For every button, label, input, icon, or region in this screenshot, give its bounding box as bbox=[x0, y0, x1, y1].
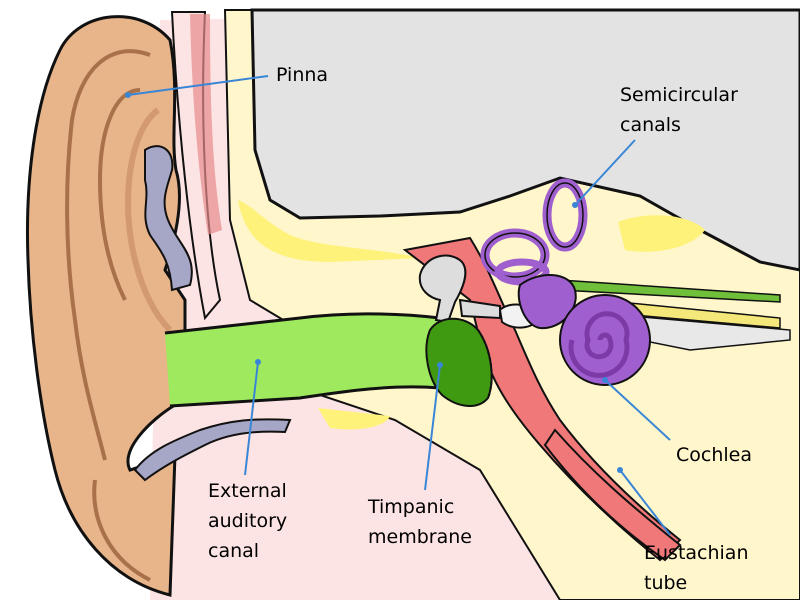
pinna-leader-dot bbox=[125, 92, 131, 98]
eustachian-leader bbox=[619, 469, 671, 536]
cochlea-label: Cochlea bbox=[676, 440, 752, 470]
membrane-dotted-edge bbox=[477, 329, 493, 399]
cartilage-upper bbox=[144, 145, 193, 292]
cochlea-leader bbox=[604, 379, 671, 441]
canal-wall-top bbox=[164, 312, 441, 335]
cochlea-spiral bbox=[568, 311, 630, 378]
canal-loop-2-outline bbox=[484, 232, 546, 278]
external-label-line-1: External bbox=[208, 480, 287, 502]
semicircular-leader-dot bbox=[572, 202, 578, 208]
pinna-fold-1 bbox=[65, 49, 151, 461]
tympanic-membrane-shape bbox=[425, 317, 493, 407]
incus bbox=[458, 298, 501, 320]
semicircular-leader bbox=[574, 139, 636, 206]
eustachian-tube-label: Eustachian tube bbox=[644, 538, 749, 598]
canal-loop-3 bbox=[494, 258, 550, 286]
cranial-cavity bbox=[250, 8, 800, 272]
eustachian-label-line-1: Eustachian bbox=[644, 542, 749, 564]
bone-patch-right bbox=[618, 215, 705, 252]
external-label-line-2: auditory bbox=[208, 510, 288, 532]
eustachian-leader-dot bbox=[617, 467, 623, 473]
eustachian-label-line-2: tube bbox=[644, 572, 688, 594]
eustachian-tube bbox=[543, 428, 682, 562]
external-leader-dot bbox=[255, 359, 261, 365]
canal-loop-1-outline bbox=[546, 182, 584, 248]
pinna-label-text: Pinna bbox=[276, 64, 329, 86]
pinna-fold-3 bbox=[125, 107, 173, 333]
cartilage-lower bbox=[133, 418, 292, 482]
cochlea-shape bbox=[559, 294, 651, 386]
pinna-fold-2 bbox=[97, 88, 141, 301]
timpanic-leader bbox=[424, 364, 441, 491]
pinna-fold-4 bbox=[92, 479, 151, 582]
cochlea-label-text: Cochlea bbox=[676, 444, 752, 466]
bone-patch-lower bbox=[318, 408, 390, 430]
bone-patch-upper bbox=[238, 200, 420, 262]
semicircular-label-line-1: Semicircular bbox=[620, 84, 738, 106]
timpanic-label-line-1: Timpanic bbox=[368, 496, 455, 518]
timpanic-membrane-label: Timpanic membrane bbox=[368, 492, 472, 552]
vessel-strip bbox=[190, 14, 222, 235]
external-label-line-3: canal bbox=[208, 540, 260, 562]
external-auditory-canal-label: External auditory canal bbox=[208, 476, 287, 566]
malleus bbox=[418, 254, 467, 324]
pinna-leader bbox=[127, 75, 269, 96]
canal-wall-bottom bbox=[169, 385, 441, 408]
cochlea-leader-dot bbox=[602, 377, 608, 383]
external-leader bbox=[244, 361, 259, 476]
timpanic-leader-dot bbox=[437, 362, 443, 368]
pinna-label: Pinna bbox=[276, 60, 328, 90]
semicircular-canals-label: Semicircular canals bbox=[620, 80, 738, 140]
semicircular-label-line-2: canals bbox=[620, 114, 681, 136]
auditory-canal bbox=[165, 313, 480, 406]
timpanic-label-line-2: membrane bbox=[368, 526, 472, 548]
